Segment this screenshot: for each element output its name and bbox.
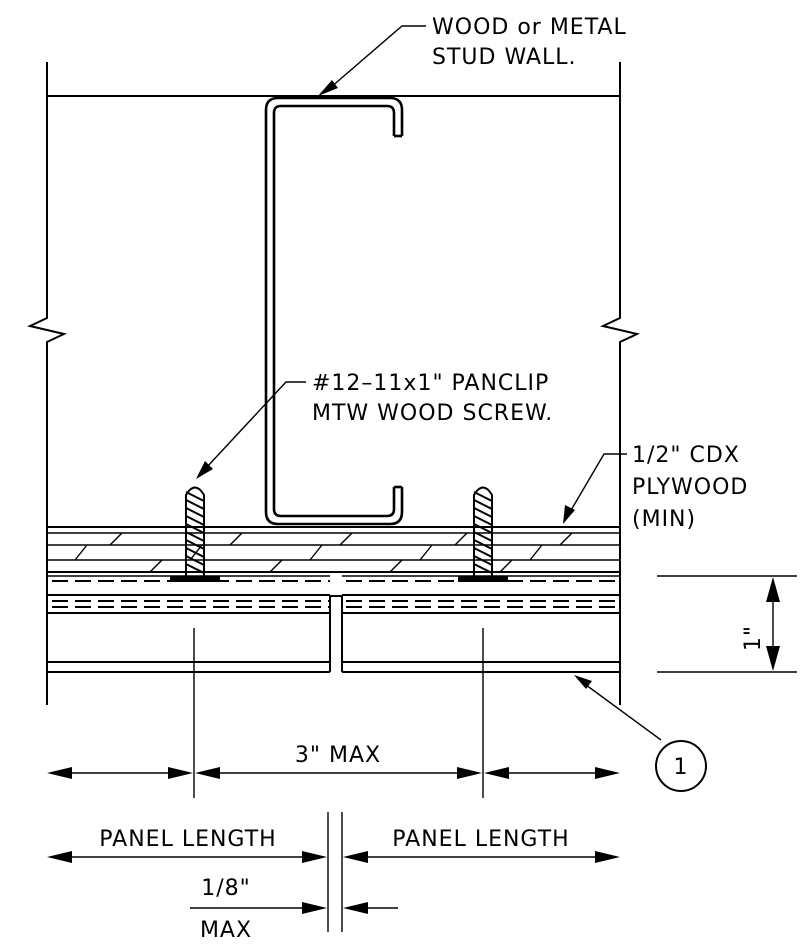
callout-number: 1 — [674, 755, 689, 780]
stud-leader — [318, 25, 426, 96]
gap-dimension — [190, 902, 398, 914]
screw-left — [170, 486, 220, 582]
spacing-dimension — [47, 628, 620, 798]
wall-outline — [26, 62, 641, 705]
plywood-label-line1: 1/2" CDX — [632, 443, 740, 468]
plywood-sheathing — [47, 526, 620, 573]
right-wall-edge-break-line — [599, 62, 641, 705]
thickness-dimension — [657, 575, 797, 673]
thickness-dimension-label: 1" — [741, 625, 766, 651]
right-panel — [341, 575, 620, 673]
left-panel — [47, 575, 331, 673]
plywood-label-line3: (MIN) — [632, 507, 696, 532]
panel-length-left-label: PANEL LENGTH — [99, 827, 276, 852]
callout-leader — [574, 675, 662, 741]
spacing-dimension-label: 3" MAX — [295, 743, 381, 768]
panel-length-right-label: PANEL LENGTH — [392, 827, 569, 852]
plywood-label-line2: PLYWOOD — [632, 475, 748, 500]
stud-label-line2: STUD WALL. — [432, 45, 577, 70]
screw-label-line1: #12–11x1" PANCLIP — [312, 371, 549, 396]
plywood-leader — [563, 453, 627, 524]
panel-length-dimension — [47, 812, 620, 932]
screw-right — [458, 486, 508, 582]
screw-label-line2: MTW WOOD SCREW. — [312, 401, 553, 426]
screw-left-washer — [170, 576, 220, 582]
gap-dimension-label-top: 1/8" — [201, 876, 251, 901]
stud-label-line1: WOOD or METAL — [432, 15, 627, 40]
left-wall-edge-break-line — [26, 62, 68, 705]
gap-dimension-label-bottom: MAX — [200, 918, 252, 943]
metal-stud — [264, 96, 404, 526]
callout-bubble — [655, 740, 707, 792]
screw-leader — [196, 381, 306, 479]
screw-right-washer — [458, 576, 508, 582]
